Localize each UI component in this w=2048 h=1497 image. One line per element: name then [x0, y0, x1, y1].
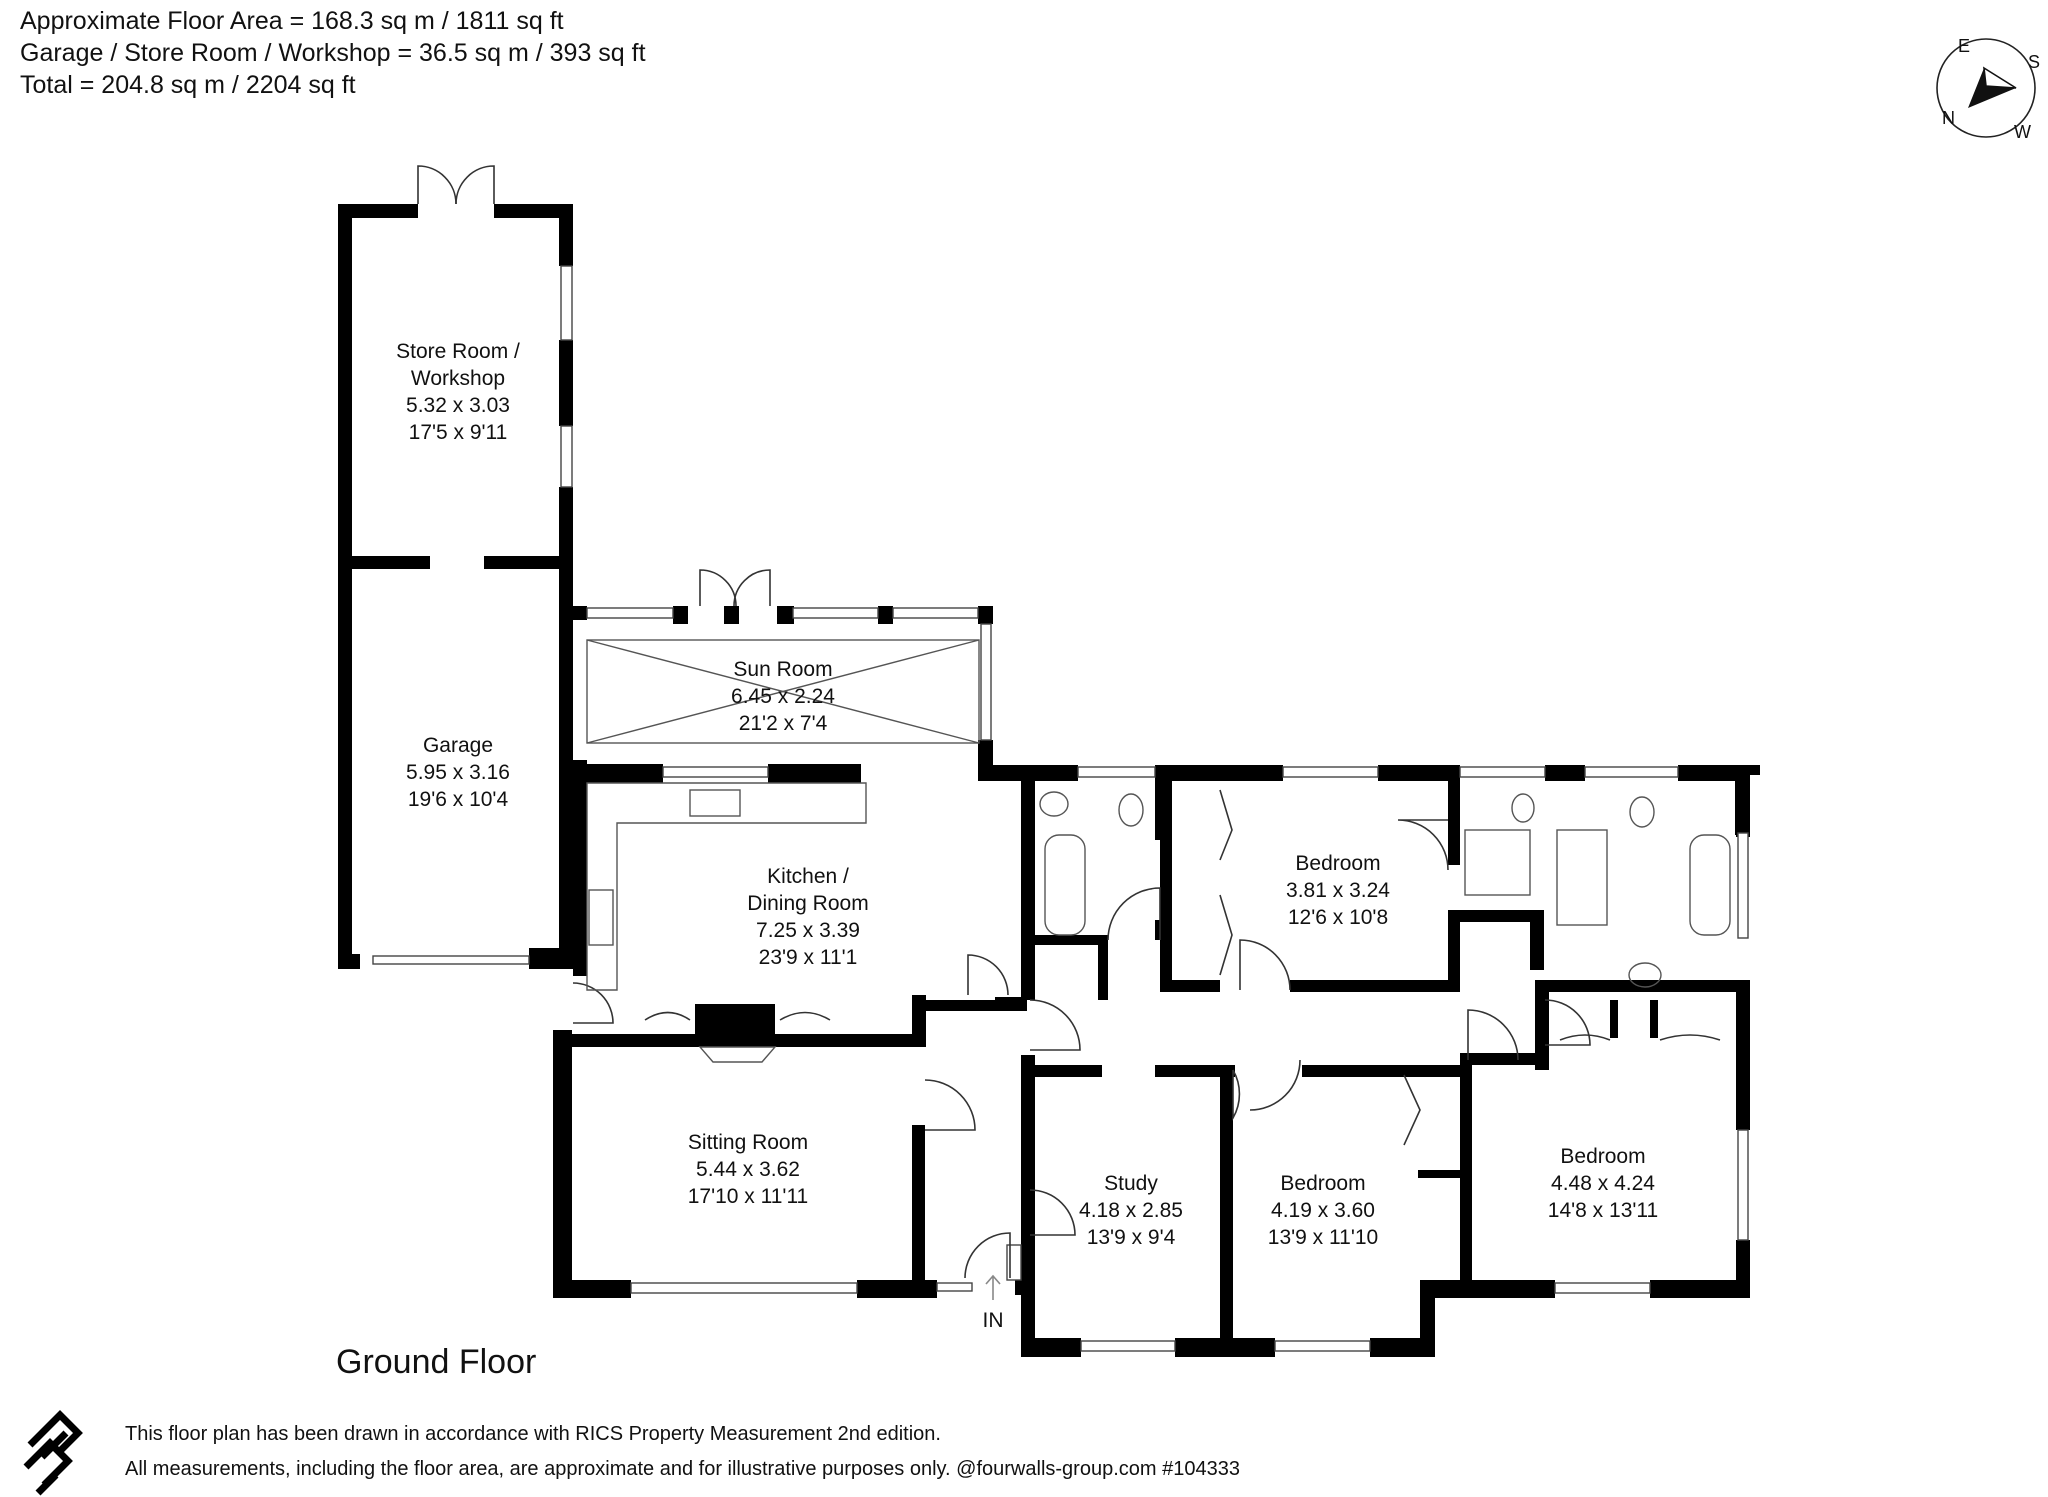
sunroom-door-left — [699, 569, 737, 607]
room-labels: Store Room / Workshop 5.32 x 3.03 17'5 x… — [396, 340, 1658, 1332]
bedroom3-imperial: 14'8 x 13'11 — [1548, 1199, 1658, 1222]
cupboard-door — [1029, 999, 1081, 1051]
bathroom-door — [1107, 887, 1161, 941]
floor-area-text: Approximate Floor Area = 168.3 sq m / 18… — [20, 7, 564, 35]
sun-room-label: Sun Room — [733, 658, 832, 681]
footer-rics-note: This floor plan has been drawn in accord… — [125, 1423, 941, 1445]
basin-1 — [1039, 791, 1069, 817]
total-area-text: Total = 204.8 sq m / 2204 sq ft — [20, 71, 356, 99]
store-room-label-2: Workshop — [411, 367, 505, 390]
floor-title: Ground Floor — [336, 1343, 537, 1381]
doors — [417, 165, 1721, 1279]
sunroom-door-right — [733, 569, 771, 607]
sun-room-imperial: 21'2 x 7'4 — [739, 712, 828, 735]
bedroom2-label: Bedroom — [1280, 1172, 1365, 1195]
store-door-right — [455, 165, 495, 205]
study-imperial: 13'9 x 9'4 — [1087, 1226, 1176, 1249]
bedroom2-door-arc — [1249, 1059, 1301, 1111]
walls — [338, 204, 1760, 1298]
fourwalls-logo-icon — [23, 1410, 83, 1496]
compass-east-label: E — [1958, 36, 1970, 56]
compass-north-label: N — [1942, 108, 1955, 128]
sitting-room-metric: 5.44 x 3.62 — [696, 1158, 800, 1181]
sun-room-metric: 6.45 x 2.24 — [731, 685, 835, 708]
wardrobe-doors-bed3-a — [1559, 1034, 1611, 1041]
store-room-imperial: 17'5 x 9'11 — [409, 421, 508, 444]
kitchen-side-door — [572, 982, 614, 1024]
basin-2 — [1628, 962, 1662, 988]
ensuite2-door — [1544, 999, 1591, 1046]
study-label: Study — [1104, 1172, 1158, 1195]
store-room-label: Store Room / — [396, 340, 520, 363]
compass-icon: E S N W — [1936, 36, 2040, 142]
bedroom1-label: Bedroom — [1295, 852, 1380, 875]
fireplace-hearth — [698, 1046, 777, 1063]
garage-label: Garage — [423, 734, 493, 757]
kitchen-label: Kitchen / — [767, 865, 849, 888]
ensuite-door — [1397, 819, 1449, 871]
toilet-2 — [1511, 793, 1535, 823]
bedroom3-metric: 4.48 x 4.24 — [1551, 1172, 1655, 1195]
front-door — [964, 1232, 1011, 1279]
kitchen-imperial: 23'9 x 11'1 — [759, 946, 858, 969]
store-door-left — [417, 165, 457, 205]
kitchen-hall-door — [967, 954, 1009, 996]
garage-metric: 5.95 x 3.16 — [406, 761, 510, 784]
bedroom3-door — [1467, 1009, 1519, 1061]
kitchen-metric: 7.25 x 3.39 — [756, 919, 860, 942]
toilet-3 — [1629, 796, 1655, 828]
bedroom2-imperial: 13'9 x 11'10 — [1268, 1226, 1378, 1249]
fixtures — [586, 639, 1731, 1063]
wardrobe-doors-bed1-top — [1219, 789, 1233, 861]
kitchen-worktop — [586, 782, 867, 991]
compass-west-label: W — [2014, 122, 2031, 142]
kitchen-cupboard-doors-a — [644, 1011, 691, 1021]
study-door — [1029, 1189, 1076, 1236]
sitting-room-imperial: 17'10 x 11'11 — [688, 1185, 809, 1208]
sunroom-roof-lantern — [586, 639, 980, 744]
wardrobe-doors-bed1-bottom — [1219, 894, 1233, 976]
windows — [372, 265, 1749, 1352]
bedroom1-door — [1239, 939, 1291, 991]
compass-south-label: S — [2028, 52, 2040, 72]
footer-disclaimer: All measurements, including the floor ar… — [125, 1458, 1240, 1480]
sitting-room-label: Sitting Room — [688, 1131, 808, 1154]
kitchen-sink — [689, 789, 741, 817]
walls-south-wing — [1015, 1055, 1460, 1357]
store-room-metric: 5.32 x 3.03 — [406, 394, 510, 417]
garage-imperial: 19'6 x 10'4 — [408, 788, 509, 811]
toilet-1 — [1118, 793, 1144, 827]
kitchen-cupboard-doors-b — [779, 1011, 831, 1021]
sitting-room-door — [924, 1079, 976, 1131]
garage-area-text: Garage / Store Room / Workshop = 36.5 sq… — [20, 39, 646, 67]
shower-2 — [1556, 829, 1608, 926]
bathtub-2 — [1689, 834, 1731, 936]
entrance-label: IN — [983, 1309, 1004, 1332]
bathtub-1 — [1044, 834, 1086, 936]
compass-needle — [1968, 68, 2016, 108]
bedroom3-label: Bedroom — [1560, 1145, 1645, 1168]
entrance-arrow-icon — [985, 1274, 1001, 1300]
wardrobe-doors-bed2 — [1403, 1074, 1421, 1146]
bedroom1-metric: 3.81 x 3.24 — [1286, 879, 1390, 902]
chimney-breast — [695, 1004, 775, 1039]
kitchen-label-2: Dining Room — [747, 892, 868, 915]
bedroom1-imperial: 12'6 x 10'8 — [1288, 906, 1388, 929]
wardrobe-doors-bed3-b — [1659, 1034, 1721, 1041]
kitchen-hob — [588, 889, 614, 946]
walls-main-east — [1418, 765, 1750, 1298]
bedroom2-metric: 4.19 x 3.60 — [1271, 1199, 1375, 1222]
study-metric: 4.18 x 2.85 — [1079, 1199, 1183, 1222]
shower-1 — [1464, 829, 1531, 896]
bedroom2-door — [1232, 1069, 1241, 1121]
